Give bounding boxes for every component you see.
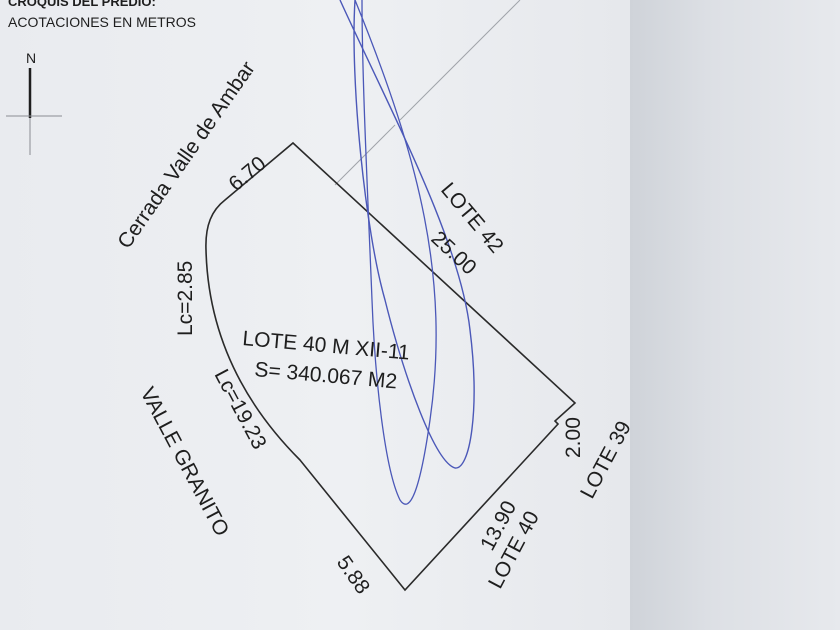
section-title: CROQUIS DEL PREDIO: [8,0,156,9]
paper-shadow [630,0,840,630]
street-north-west: Cerrada Valle de Ambar [113,57,260,253]
north-label: N [26,50,36,66]
dim-curve-top: Lc=2.85 [174,261,197,336]
paper-sheet [0,0,630,630]
dim-step-edge: 2.00 [562,417,585,458]
dim-top-edge: 6.70 [224,152,270,196]
neighbor-south-east-a: LOTE 39 [576,417,636,502]
pen-stroke [339,0,475,469]
adjacent-lot-line [399,0,521,121]
adjacent-lot-line [334,124,396,186]
lot-boundary [205,141,577,592]
street-south-west: VALLE GRANITO [136,384,234,540]
north-arrow-icon [6,68,62,155]
lot-area: S= 340.067 M2 [254,358,398,393]
dim-bottom-corner: 5.88 [332,552,374,599]
units-note: ACOTACIONES EN METROS [8,14,196,30]
pen-stroke [354,0,437,505]
